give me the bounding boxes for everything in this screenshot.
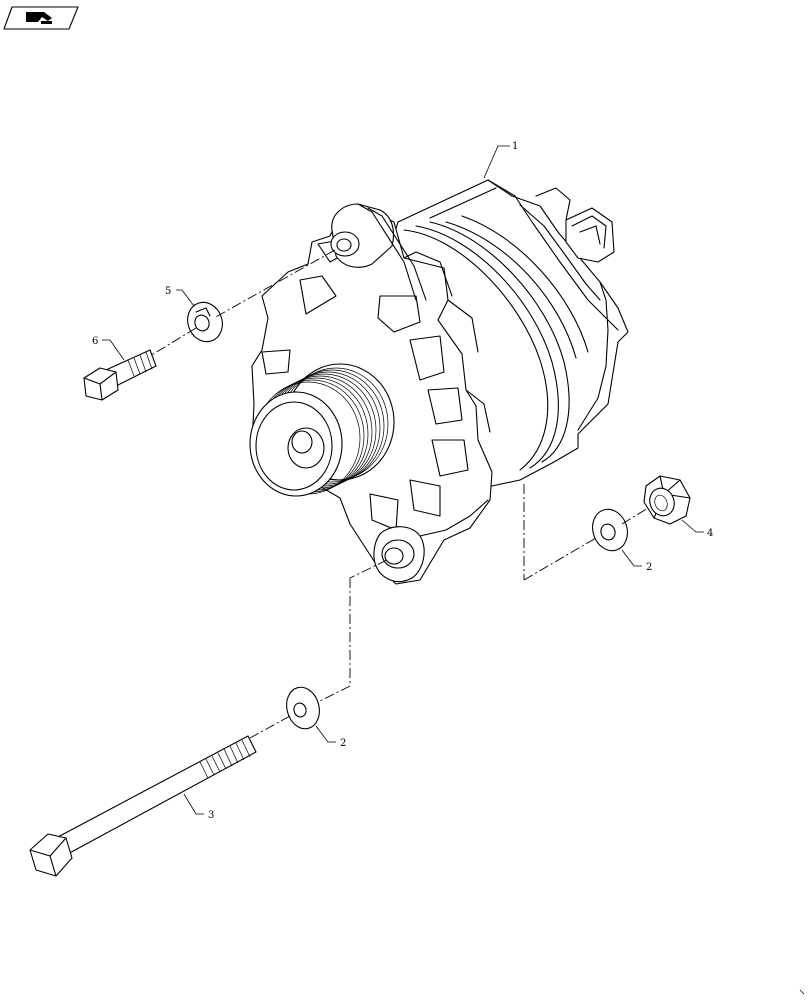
- callout-4: 4: [681, 519, 713, 539]
- corner-mark: [799, 989, 805, 995]
- alternator: [249, 179, 629, 585]
- callout-label-1: 1: [512, 141, 518, 152]
- callout-5: 5: [165, 286, 195, 307]
- short-bolt: [83, 349, 157, 401]
- centerlines: [149, 249, 649, 739]
- callout-label-3: 3: [208, 810, 214, 821]
- nut: [643, 475, 691, 525]
- lock-washer: [187, 301, 223, 343]
- callout-3: 3: [183, 793, 214, 821]
- callout-1: 1: [483, 141, 518, 179]
- callout-label-2-lower: 2: [340, 738, 346, 749]
- callout-2-lower: 2: [315, 725, 346, 749]
- pulley: [249, 363, 395, 497]
- washer-lower: [286, 686, 320, 730]
- callout-label-4: 4: [707, 528, 713, 539]
- page-return-arrow-icon[interactable]: [3, 6, 79, 30]
- callout-label-2-upper: 2: [646, 562, 652, 573]
- callout-label-6: 6: [92, 336, 98, 347]
- long-bolt: [29, 735, 257, 877]
- washer-upper: [592, 508, 628, 552]
- callout-label-5: 5: [165, 286, 171, 297]
- callout-2-upper: 2: [621, 549, 652, 573]
- callout-6: 6: [92, 336, 125, 361]
